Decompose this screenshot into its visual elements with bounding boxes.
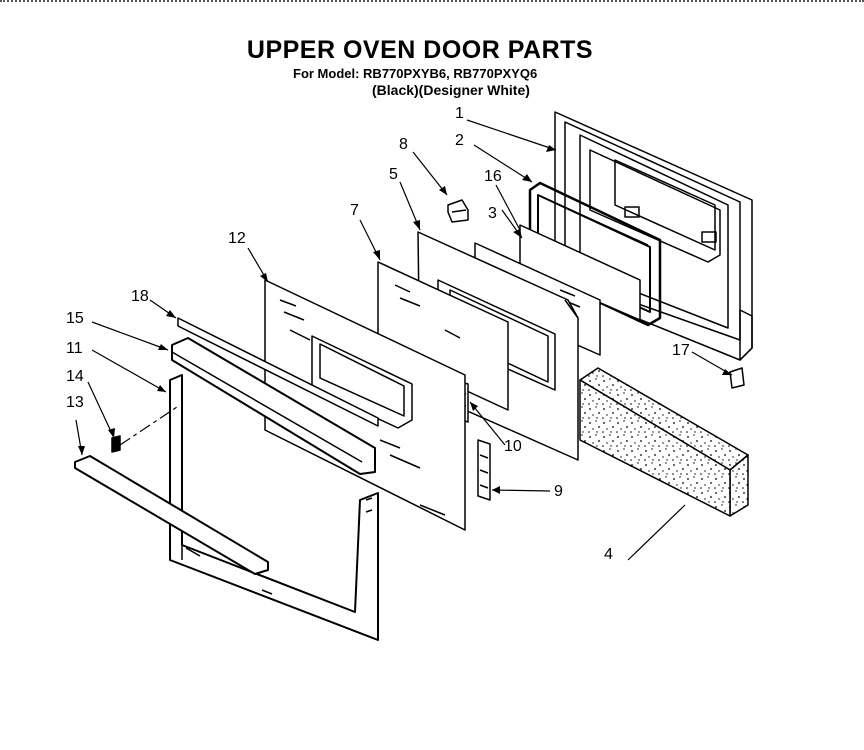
- part-12-outer-glass: [264, 279, 466, 531]
- callout-4: 4: [604, 546, 613, 563]
- part-18-strip: [177, 317, 379, 427]
- model-line: For Model: RB770PXYB6, RB770PXYQ6: [293, 66, 538, 81]
- part-9-hinge: [477, 439, 491, 501]
- callout-1: 1: [455, 105, 464, 122]
- part-13-bottom-trim: [74, 455, 269, 575]
- callout-12: 12: [228, 230, 246, 247]
- callout-10: 10: [504, 438, 522, 455]
- callout-5: 5: [389, 166, 398, 183]
- callout-8: 8: [399, 136, 408, 153]
- callout-2: 2: [455, 132, 464, 149]
- part-4-insulation: [579, 367, 749, 517]
- callout-17: 17: [672, 342, 690, 359]
- arrowheads: [78, 145, 732, 494]
- part-8-bracket: [447, 199, 469, 223]
- part-11-frame: [169, 374, 379, 641]
- callout-14: 14: [66, 368, 84, 385]
- callout-11: 11: [66, 340, 83, 357]
- callout-3: 3: [488, 205, 497, 222]
- callout-18: 18: [131, 288, 149, 305]
- part-17-clip: [729, 367, 745, 389]
- callout-15: 15: [66, 310, 84, 327]
- callout-9: 9: [554, 483, 563, 500]
- callout-13: 13: [66, 394, 84, 411]
- callout-7: 7: [350, 202, 359, 219]
- part-16-glass: [519, 224, 641, 321]
- part-7-glass: [377, 261, 509, 411]
- part-15-handle: [171, 337, 376, 475]
- part-14-clip: [111, 435, 121, 453]
- color-line: (Black)(Designer White): [372, 82, 530, 98]
- callout-16: 16: [484, 168, 502, 185]
- top-border: [0, 0, 864, 5]
- page-title: UPPER OVEN DOOR PARTS: [246, 36, 594, 64]
